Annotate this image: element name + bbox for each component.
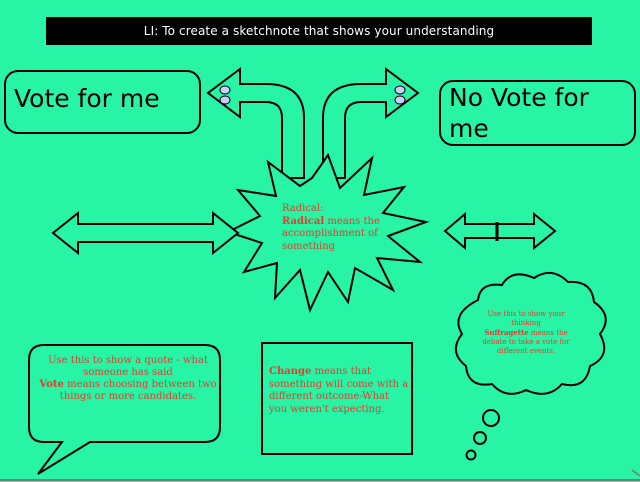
- novote-box: [439, 80, 636, 146]
- change-definition: Change means that something will come wi…: [269, 366, 409, 416]
- radical-keyword: Radical: [282, 215, 325, 227]
- double-arrow-right-icon: [443, 211, 557, 251]
- vote-box: [4, 70, 201, 134]
- thought-cloud: [455, 271, 607, 395]
- radical-meaning: means the accomplishment of something: [282, 215, 380, 252]
- curved-arrow-left-icon: [206, 67, 305, 179]
- thought-dot: [482, 409, 500, 427]
- radical-definition: Radical: Radical means the accomplishmen…: [282, 203, 402, 253]
- arrow-dot: [219, 85, 231, 95]
- arrow-dot: [394, 85, 406, 95]
- arrow-dot: [394, 95, 406, 105]
- vote-keyword: Vote: [39, 379, 64, 390]
- thought-dot: [465, 449, 477, 461]
- vote-definition: Use this to show a quote - what someone …: [38, 355, 218, 403]
- quote-intro: Use this to show a quote - what someone …: [48, 355, 208, 378]
- vote-meaning: means choosing between two things or mor…: [59, 379, 217, 402]
- suffragette-meaning: means the debate to take a vote for diff…: [482, 329, 570, 355]
- arrow-dot: [219, 95, 231, 105]
- vote-for-me-label: Vote for me: [14, 84, 160, 113]
- curved-arrow-right-icon: [322, 67, 420, 179]
- radical-heading: Radical:: [282, 203, 324, 214]
- no-vote-label: No Vote for me: [449, 83, 589, 143]
- suffragette-keyword: Suffragette: [484, 328, 529, 337]
- cloud-intro: Use this to show your thinking: [487, 310, 565, 327]
- suffragette-definition: Use this to show your thinking Suffraget…: [480, 310, 572, 356]
- slide-edge: [631, 469, 640, 477]
- definition-box: [261, 342, 413, 455]
- double-arrow-left-icon: [51, 210, 240, 256]
- learning-intention-bar: LI: To create a sketchnote that shows yo…: [46, 17, 592, 45]
- speech-bubble: [28, 344, 221, 475]
- thought-dot: [473, 431, 487, 445]
- change-keyword: Change: [269, 366, 312, 377]
- change-meaning: means that something will come with a di…: [269, 366, 409, 415]
- explosion-star: [225, 152, 430, 313]
